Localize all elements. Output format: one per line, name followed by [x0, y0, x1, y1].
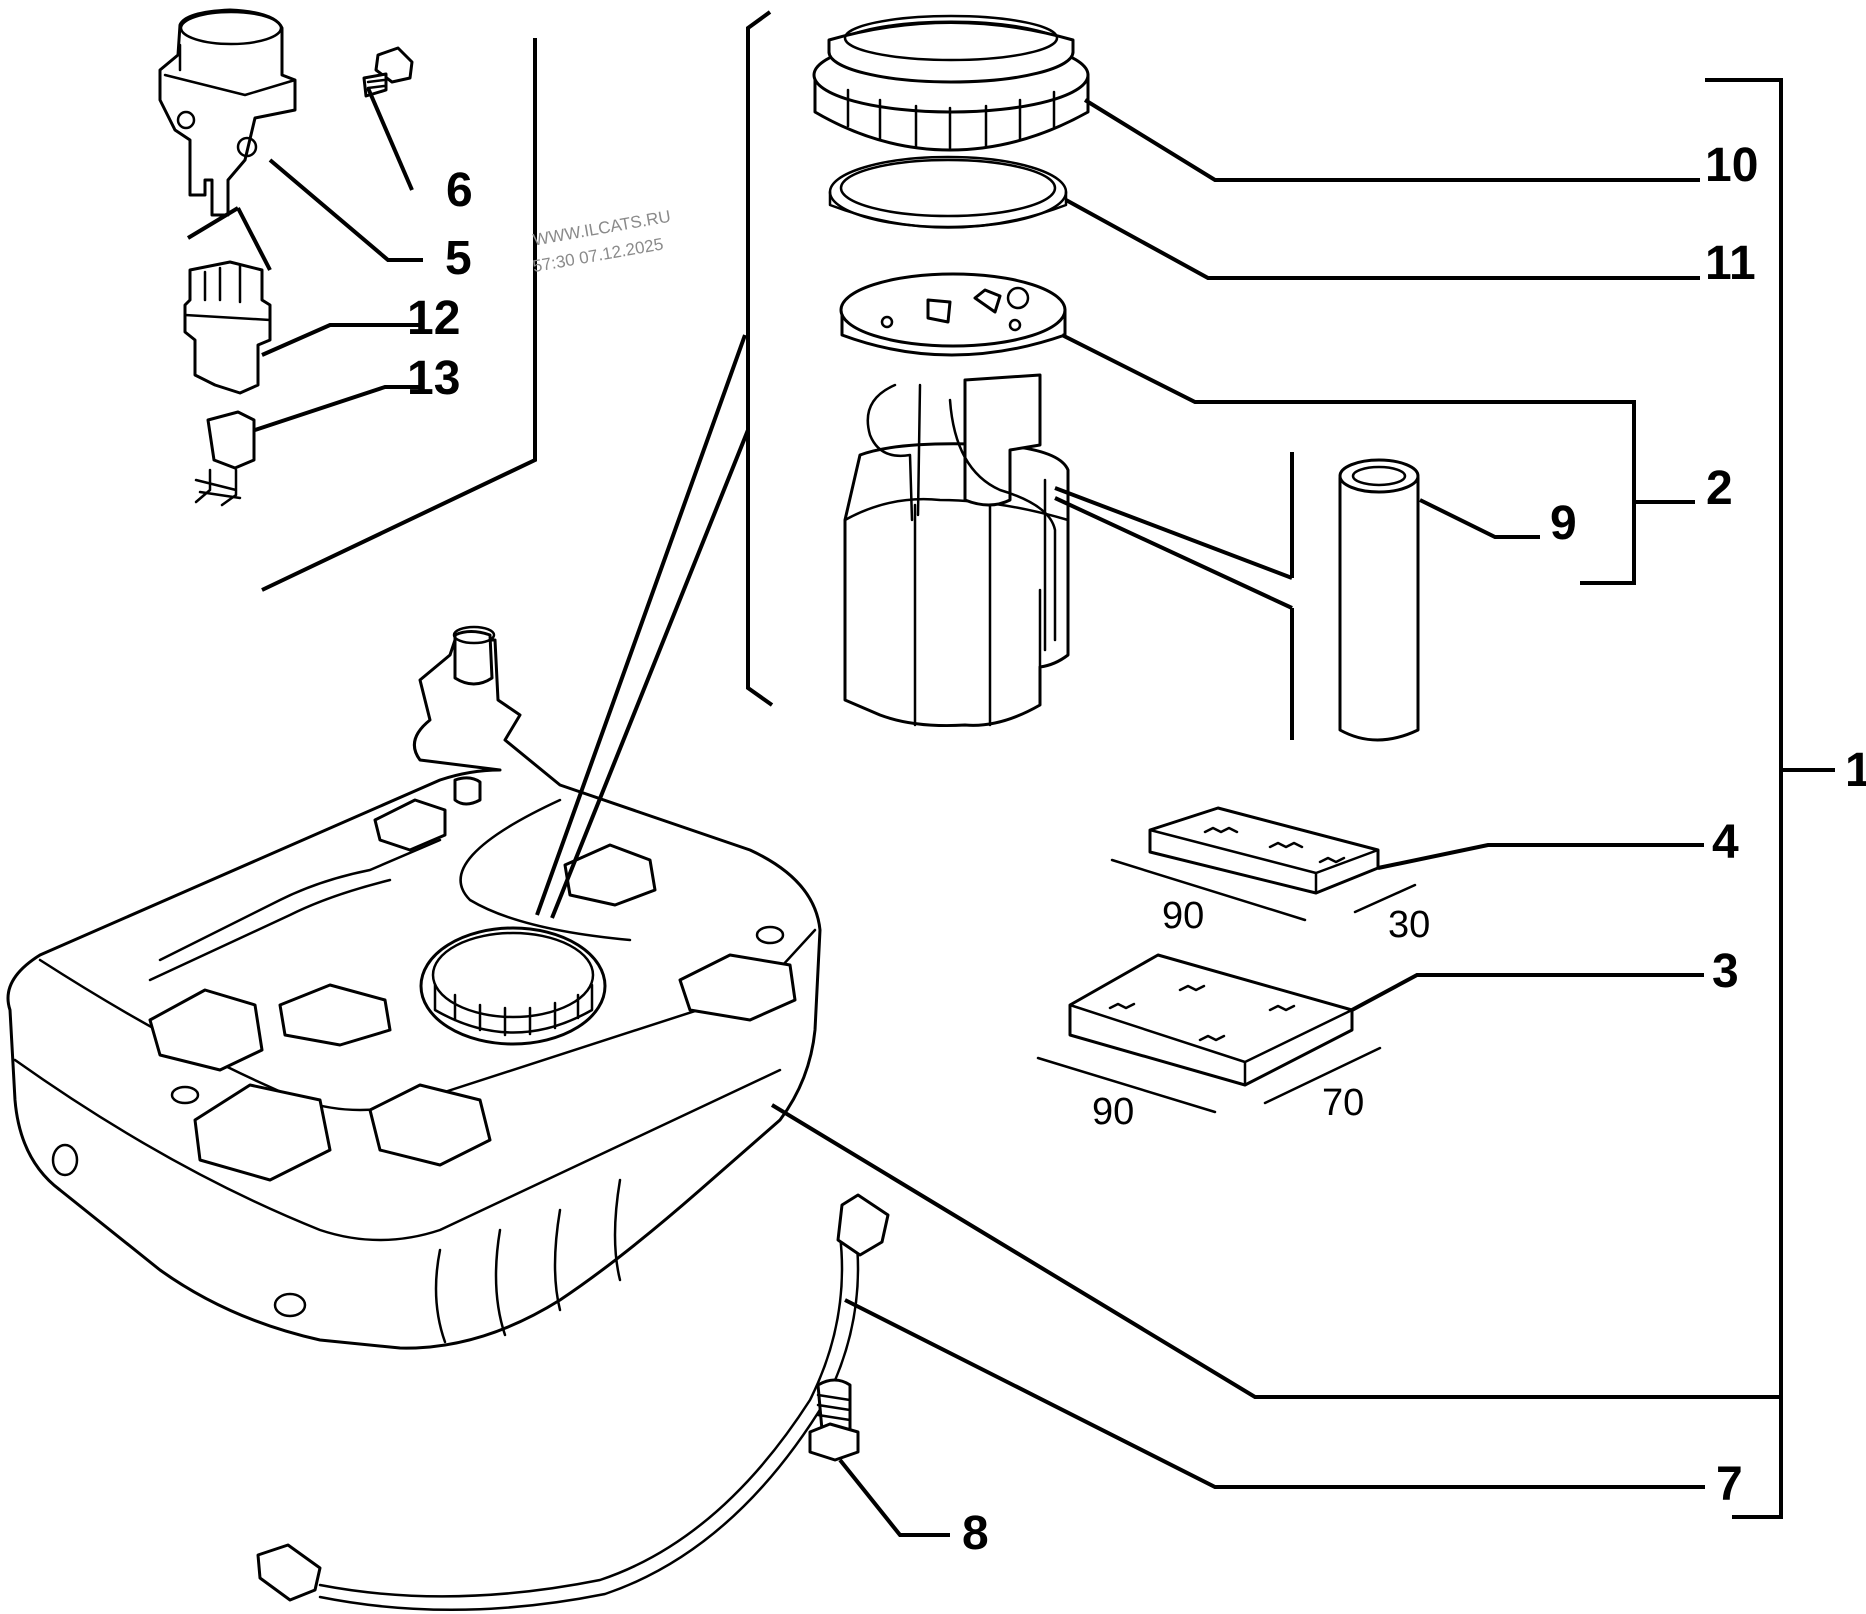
- filter-divider-lines: [1054, 452, 1294, 740]
- watermark: WWW.ILCATS.RU 57:30 07.12.2025: [531, 207, 672, 276]
- callout-1: 1: [1845, 744, 1866, 797]
- callout-11: 11: [1705, 237, 1756, 290]
- assembly-bracket-1: [1705, 78, 1835, 1519]
- dimension-pad3-width: 70: [1322, 1082, 1364, 1124]
- dimension-pad4-length: 90: [1162, 895, 1204, 937]
- fuel-tank-body: [6, 625, 822, 1350]
- connector-part-12: [183, 260, 272, 395]
- callout-7: 7: [1716, 1458, 1743, 1511]
- callout-6: 6: [446, 164, 473, 217]
- callout-3: 3: [1712, 945, 1739, 998]
- fuel-pump-module-part-2: [839, 272, 1070, 728]
- callout-leader-lines: [254, 87, 1781, 1537]
- dimension-labels: 90 30 90 70: [1092, 895, 1430, 1133]
- clip-part-13: [194, 410, 256, 507]
- fuel-sensor-relay-part-5: [158, 8, 297, 271]
- callout-2: 2: [1706, 462, 1733, 515]
- tank-strap-part-7: [256, 1193, 890, 1612]
- callout-8: 8: [962, 1507, 989, 1560]
- callout-10: 10: [1705, 139, 1758, 192]
- absorber-pad-part-3: [1036, 953, 1382, 1114]
- dimension-pad4-width: 30: [1388, 904, 1430, 946]
- inset-frame-top-left: [261, 38, 537, 592]
- callout-5: 5: [445, 232, 472, 285]
- callout-12: 12: [407, 292, 460, 345]
- pump-group-frame: [746, 10, 774, 707]
- lock-ring-part-10: [812, 14, 1090, 152]
- dimension-pad3-length: 90: [1092, 1091, 1134, 1133]
- filter-tube-part-9: [1338, 458, 1420, 742]
- subassembly-bracket-2: [1580, 400, 1695, 585]
- bolt-part-8: [808, 1378, 860, 1462]
- screw-part-6: [362, 46, 414, 98]
- callout-4: 4: [1712, 816, 1739, 869]
- absorber-pad-part-4: [1110, 806, 1417, 922]
- seal-ring-part-11: [828, 155, 1068, 229]
- callout-9: 9: [1550, 497, 1577, 550]
- callout-13: 13: [407, 352, 460, 405]
- callout-labels: 1 2 3 4 5 6 7 8 9 10 11 12 13: [407, 139, 1866, 1560]
